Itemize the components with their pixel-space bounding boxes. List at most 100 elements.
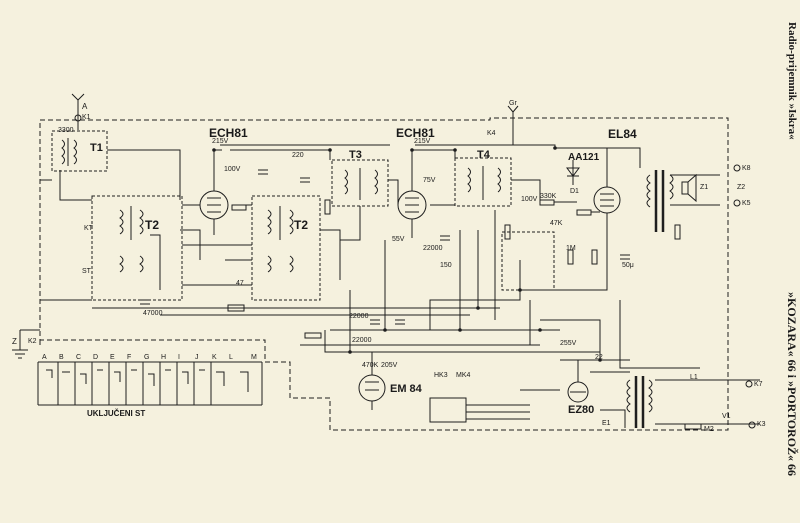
- switch-letter-f: F: [127, 354, 132, 361]
- ech81-a-label: ECH81: [209, 126, 248, 140]
- ground-k2: [12, 329, 40, 359]
- k7-label: K7: [754, 381, 763, 388]
- k3-label: K3: [757, 421, 766, 428]
- switch-letter-e: E: [110, 354, 115, 361]
- voltage-255: 255V: [560, 340, 577, 347]
- kt-label: KT: [84, 225, 93, 232]
- wiring: [40, 149, 730, 428]
- value-22000-a: 22000: [349, 313, 369, 320]
- t4-label: T4: [477, 149, 490, 161]
- st-label: ST: [82, 268, 91, 275]
- rf-coil-frame-2: [251, 195, 321, 301]
- value-3300: 3300: [58, 127, 74, 134]
- t2-right-label: T2: [294, 218, 309, 232]
- value-22: 22: [595, 354, 603, 361]
- switch-letter-a: A: [42, 354, 47, 361]
- switch-frame: [501, 231, 555, 291]
- mode-switch-box[interactable]: [429, 397, 467, 423]
- switch-caption: UKLJUČENI ST: [87, 409, 146, 418]
- switch-letter-k: K: [212, 354, 217, 361]
- switch-letter-c: C: [76, 354, 82, 361]
- voltage-215-a: 215V: [212, 138, 229, 145]
- switch-letter-b: B: [59, 354, 64, 361]
- value-47k: 47K: [550, 220, 563, 227]
- value-220: 220: [292, 152, 304, 159]
- voltage-100-a: 100V: [224, 166, 241, 173]
- em84-envelope: [358, 374, 386, 402]
- k5-label: K5: [742, 200, 751, 207]
- gr-antenna: [507, 105, 519, 145]
- speaker: [681, 173, 697, 203]
- antenna-a: [71, 93, 85, 130]
- value-330k: 330K: [540, 193, 557, 200]
- supply-line: [300, 329, 600, 353]
- e1-label: E1: [602, 420, 611, 427]
- aa121-label: AA121: [568, 152, 600, 163]
- switch-letter-m: M: [251, 354, 257, 361]
- ground-rail: [39, 307, 500, 345]
- power-transformer: [634, 376, 645, 428]
- input-coil-frame: [51, 130, 108, 172]
- k4-label: K4: [487, 130, 496, 137]
- z-label: Z: [12, 337, 17, 346]
- v1-label: V1: [722, 413, 731, 420]
- antenna-a-label: A: [82, 102, 88, 111]
- k3-terminal[interactable]: [748, 421, 756, 429]
- voltage-100-b: 100V: [521, 196, 538, 203]
- voltage-75: 75V: [423, 177, 436, 184]
- t3-label: T3: [349, 149, 362, 161]
- t3-coil: [344, 168, 378, 200]
- switch-letter-j: J: [195, 354, 199, 361]
- el84-label: EL84: [608, 127, 637, 141]
- value-22000-c: 22000: [352, 337, 372, 344]
- switch-letter-d: D: [93, 354, 99, 361]
- wave-switch-diagram: [37, 361, 263, 406]
- t1-label: T1: [90, 142, 103, 154]
- side-title-top: Radio-prijemnik »Iskra«: [786, 22, 798, 140]
- voltage-55: 55V: [392, 236, 405, 243]
- k7-terminal[interactable]: [745, 380, 753, 388]
- switch-letter-g: G: [144, 354, 150, 361]
- gr-label: Gr: [509, 100, 517, 107]
- rf-coil-frame-1: [91, 195, 183, 301]
- ech81-b-label: ECH81: [396, 126, 435, 140]
- if-frame-t4: [454, 157, 512, 207]
- aa121-diode: [566, 160, 580, 185]
- t1-coil: [61, 138, 77, 166]
- em84-label: EM 84: [390, 383, 422, 395]
- l1-label: L1: [690, 374, 698, 381]
- switch-letters: A B C D E F G H I J K L M: [42, 354, 267, 364]
- voltage-215-b: 215V: [414, 138, 431, 145]
- t2-right-coil: [267, 206, 294, 273]
- value-50u: 50μ: [622, 262, 634, 269]
- d1-label: D1: [570, 188, 579, 195]
- value-47: 47: [236, 280, 244, 287]
- m2-label: M2: [704, 426, 714, 433]
- k5-terminal[interactable]: [733, 199, 741, 207]
- t4-coil: [467, 166, 501, 200]
- switch-letter-l: L: [229, 354, 233, 361]
- k8-label: K8: [742, 165, 751, 172]
- value-47000: 47000: [143, 310, 163, 317]
- z2-label: Z2: [737, 184, 746, 191]
- chassis-outline: [39, 117, 729, 431]
- value-150: 150: [440, 262, 452, 269]
- switch-letter-h: H: [161, 354, 167, 361]
- value-1m: 1M: [566, 245, 576, 252]
- ez80-label: EZ80: [568, 404, 595, 416]
- side-title-bottom: »KOZARA« 66 i »PORTOROŽ« 66: [785, 292, 799, 477]
- voltage-205: 205V: [381, 362, 398, 369]
- k8-terminal[interactable]: [733, 164, 741, 172]
- k2-label: K2: [28, 338, 37, 345]
- z1-label: Z1: [700, 184, 709, 191]
- mk4-label: MK4: [456, 372, 471, 379]
- t2-left-label: T2: [145, 218, 160, 232]
- value-470k: 470K: [362, 362, 379, 369]
- hk3-label: HK3: [434, 372, 448, 379]
- value-22000-b: 22000: [423, 245, 443, 252]
- k1-terminal[interactable]: [74, 114, 82, 122]
- k1-label: K1: [82, 114, 91, 121]
- output-transformer: [654, 170, 665, 232]
